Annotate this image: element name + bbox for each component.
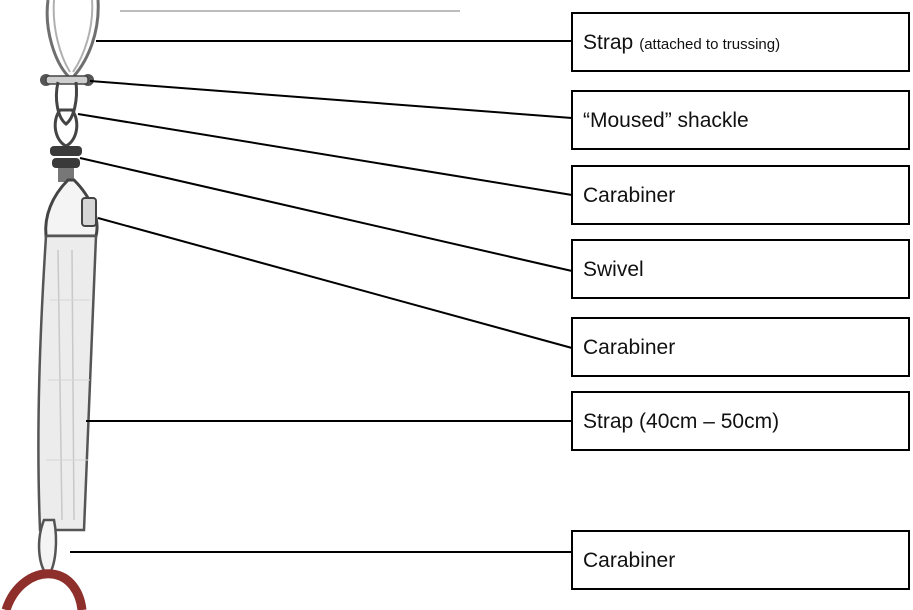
- swivel-illustration: [50, 146, 82, 182]
- leader-swivel: [79, 157, 573, 272]
- svg-text:Strap(attached to trussing): Strap(attached to trussing): [583, 31, 780, 54]
- label-carabiner-1: Carabiner: [571, 165, 910, 225]
- svg-text:“Moused” shackle: “Moused” shackle: [583, 109, 749, 132]
- leader-carabiner-1: [77, 113, 573, 196]
- bottom-carabiner-illustration: [37, 518, 58, 578]
- label-strap-top: Strap(attached to trussing): [571, 12, 910, 72]
- aerial-ring-illustration: [1, 569, 87, 610]
- rigging-illustration: [1, 0, 100, 610]
- shackle-illustration: [40, 74, 94, 126]
- strap-body-illustration: [37, 234, 98, 532]
- svg-text:Carabiner: Carabiner: [583, 549, 675, 572]
- label-carabiner-2: Carabiner: [571, 317, 910, 377]
- svg-text:Strap (40cm – 50cm): Strap (40cm – 50cm): [583, 410, 779, 433]
- svg-text:Carabiner: Carabiner: [583, 184, 675, 207]
- svg-text:Carabiner: Carabiner: [583, 336, 675, 359]
- svg-text:Swivel: Swivel: [583, 258, 644, 281]
- top-strap-illustration: [45, 0, 100, 78]
- label-moused-shackle: “Moused” shackle: [571, 90, 910, 150]
- label-swivel: Swivel: [571, 239, 910, 299]
- leader-moused-shackle: [89, 80, 573, 119]
- upper-carabiner-illustration: [53, 108, 79, 148]
- leader-carabiner-2: [97, 217, 573, 349]
- label-carabiner-3: Carabiner: [571, 530, 910, 590]
- label-strap-bottom: Strap (40cm – 50cm): [571, 391, 910, 451]
